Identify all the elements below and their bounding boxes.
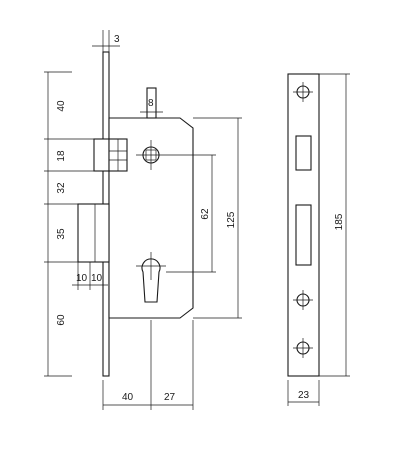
label-latch-height: 18 [56, 150, 67, 162]
dim-bottom-horizontal: 40 27 [102, 320, 194, 410]
dim-faceplate-width: 23 [287, 380, 320, 406]
label-center-distance: 62 [200, 208, 211, 220]
label-case-height: 125 [226, 211, 237, 228]
spindle-follower [136, 140, 166, 170]
screw-middle [293, 290, 313, 310]
dim-center-distance: 62 [166, 154, 216, 273]
label-bolt-offset-a: 10 [76, 273, 88, 284]
dim-bolt-offsets: 10 10 [72, 262, 108, 290]
label-top-to-latch: 40 [56, 100, 67, 112]
label-faceplate-height: 185 [334, 213, 345, 230]
dim-plate-thickness: 3 [92, 30, 120, 52]
label-faceplate-width: 23 [298, 390, 310, 401]
bolt-opening [295, 204, 312, 266]
latch-bolt [93, 138, 128, 172]
lock-case-outline [108, 117, 194, 319]
label-case-width: 27 [164, 392, 176, 403]
label-bolt-offset-b: 10 [91, 273, 103, 284]
label-bolt-height: 35 [56, 228, 67, 240]
dim-case-height: 125 [193, 117, 242, 319]
screw-bottom [293, 338, 313, 358]
dim-cylinder-pin: 8 [140, 88, 163, 118]
label-latch-to-bolt: 32 [56, 182, 67, 194]
label-bolt-to-bottom: 60 [56, 314, 67, 326]
dead-bolt [77, 203, 110, 263]
label-plate-thickness: 3 [114, 34, 120, 45]
cylinder-keyhole [136, 252, 166, 303]
dim-left-vertical-chain: 40 18 32 35 60 [44, 71, 94, 377]
label-cylinder-pin: 8 [148, 98, 154, 109]
faceplate-front-view [287, 73, 320, 377]
latch-opening [295, 135, 312, 171]
screw-top [293, 82, 313, 102]
lock-side-view [77, 51, 194, 377]
label-backset: 40 [122, 392, 134, 403]
dim-faceplate-height: 185 [319, 73, 350, 377]
